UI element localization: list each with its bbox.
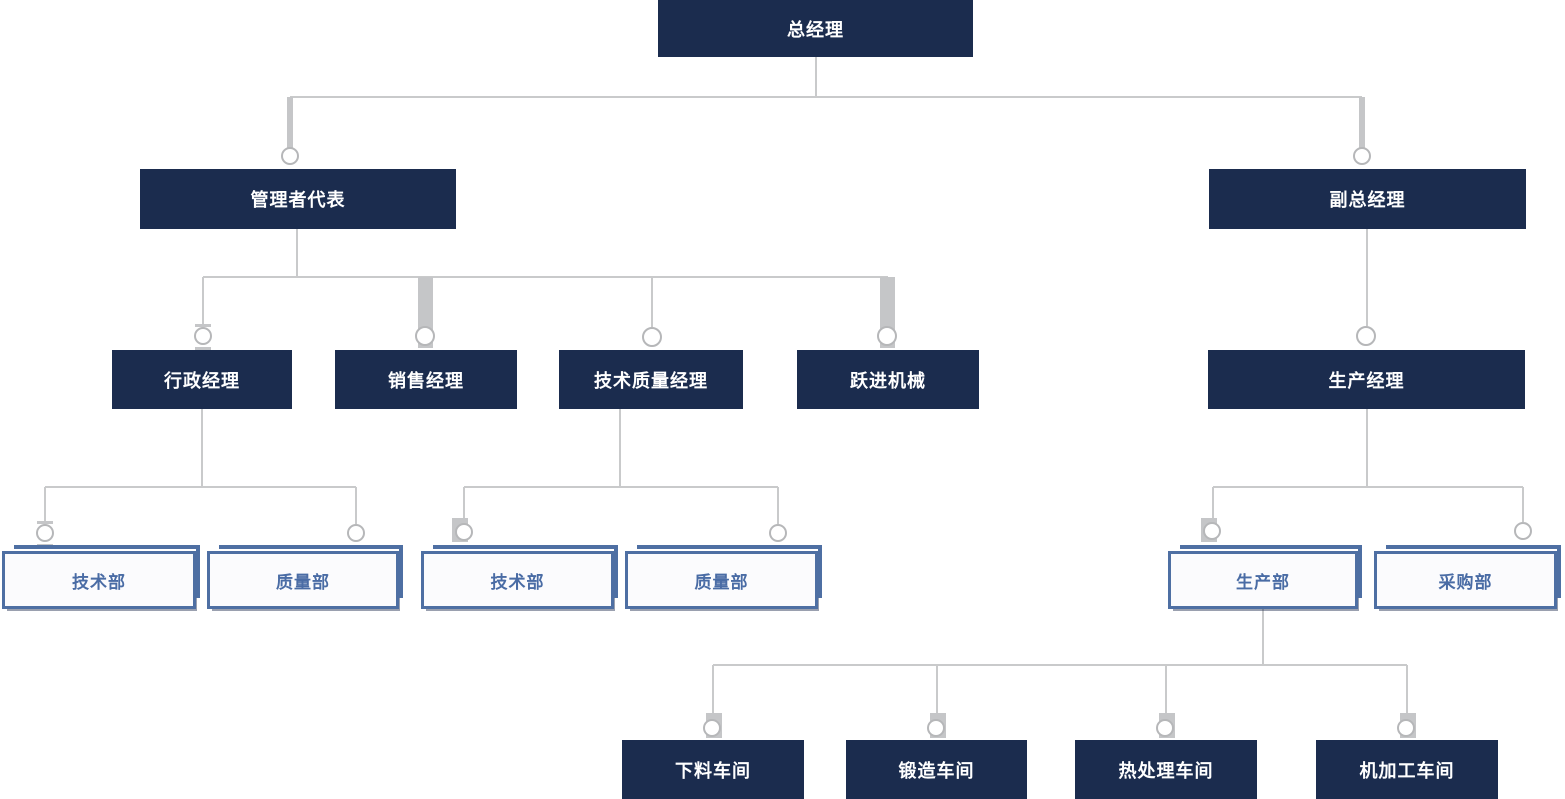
- expand-toggle-quality-dept-1[interactable]: [347, 524, 365, 542]
- expand-toggle-forging-workshop[interactable]: [927, 719, 945, 737]
- expand-toggle-management-representative[interactable]: [281, 147, 299, 165]
- org-node-general-manager[interactable]: 总经理: [658, 0, 973, 57]
- expand-toggle-production-manager[interactable]: [1356, 326, 1376, 346]
- expand-toggle-admin-manager[interactable]: [194, 327, 212, 345]
- expand-toggle-cutting-workshop[interactable]: [703, 719, 721, 737]
- org-node-deputy-general-manager[interactable]: 副总经理: [1209, 169, 1526, 229]
- expand-toggle-tech-dept-1[interactable]: [36, 524, 54, 542]
- org-node-production-manager[interactable]: 生产经理: [1208, 350, 1525, 409]
- org-node-production-dept[interactable]: 生产部: [1168, 545, 1362, 609]
- expand-toggle-tech-dept-2[interactable]: [455, 523, 473, 541]
- org-node-admin-manager[interactable]: 行政经理: [112, 350, 292, 409]
- org-node-tech-quality-manager[interactable]: 技术质量经理: [559, 350, 743, 409]
- org-node-machining-workshop[interactable]: 机加工车间: [1316, 740, 1498, 799]
- org-node-cutting-workshop[interactable]: 下料车间: [622, 740, 804, 799]
- connector-management-representative: [195, 229, 895, 350]
- expand-toggle-sales-manager[interactable]: [415, 326, 435, 346]
- expand-toggle-quality-dept-2[interactable]: [769, 524, 787, 542]
- expand-toggle-purchasing-dept[interactable]: [1514, 522, 1532, 540]
- connector-production-manager: [1201, 409, 1524, 542]
- connector-tech-quality-manager: [452, 409, 779, 542]
- org-node-heat-treatment-workshop[interactable]: 热处理车间: [1075, 740, 1257, 799]
- org-node-tech-dept-1[interactable]: 技术部: [2, 545, 200, 609]
- org-node-quality-dept-1[interactable]: 质量部: [207, 545, 403, 609]
- expand-toggle-heat-treatment-workshop[interactable]: [1156, 719, 1174, 737]
- expand-toggle-machining-workshop[interactable]: [1397, 719, 1415, 737]
- expand-toggle-yuejin-machinery[interactable]: [877, 326, 897, 346]
- expand-toggle-deputy-general-manager[interactable]: [1353, 147, 1371, 165]
- org-node-quality-dept-2[interactable]: 质量部: [625, 545, 822, 609]
- org-node-yuejin-machinery[interactable]: 跃进机械: [797, 350, 979, 409]
- org-node-forging-workshop[interactable]: 锻造车间: [846, 740, 1027, 799]
- org-node-management-representative[interactable]: 管理者代表: [140, 169, 456, 229]
- org-node-sales-manager[interactable]: 销售经理: [335, 350, 517, 409]
- connector-production-dept: [706, 609, 1416, 738]
- connector-admin-manager: [37, 409, 357, 547]
- connector-root: [287, 57, 1365, 148]
- org-node-purchasing-dept[interactable]: 采购部: [1374, 545, 1561, 609]
- org-node-tech-dept-2[interactable]: 技术部: [421, 545, 618, 609]
- expand-toggle-tech-quality-manager[interactable]: [642, 327, 662, 347]
- expand-toggle-production-dept[interactable]: [1203, 522, 1221, 540]
